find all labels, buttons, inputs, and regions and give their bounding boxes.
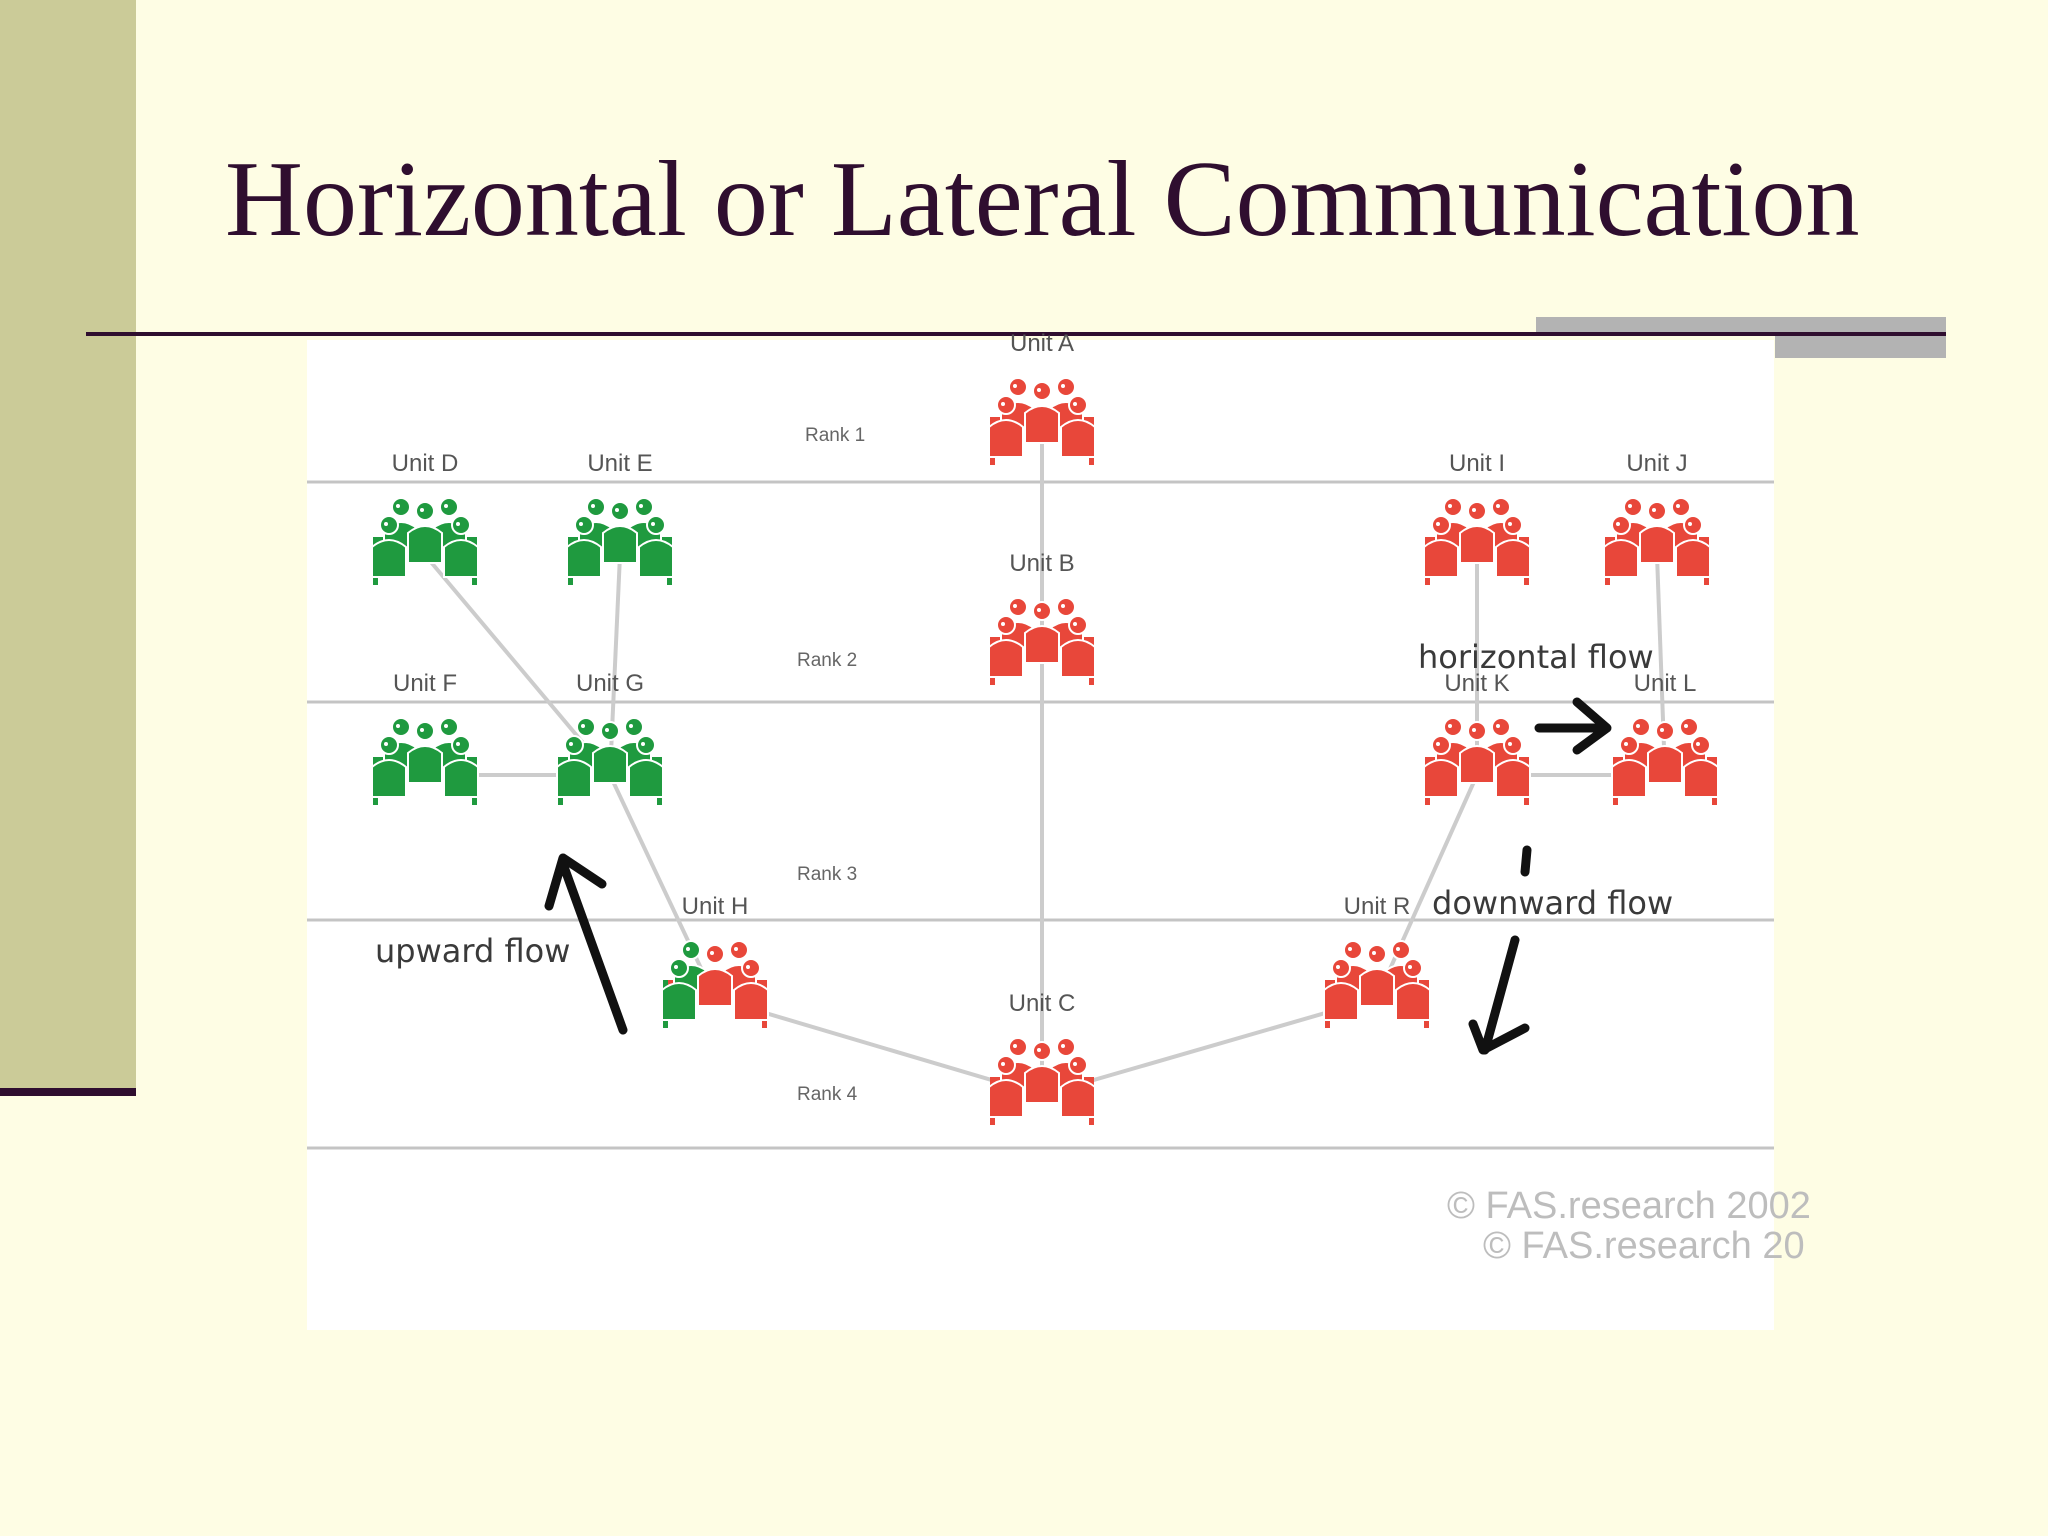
- rank-label: Rank 1: [805, 425, 865, 446]
- unit-label: Unit J: [1626, 450, 1687, 477]
- unit-label: Unit C: [1009, 990, 1076, 1017]
- unit-icon: [566, 497, 674, 585]
- unit-icon: [1423, 497, 1531, 585]
- accent-bar-top: [1536, 317, 1946, 332]
- unit-link: [1655, 554, 1667, 776]
- unit-label: Unit R: [1344, 893, 1411, 920]
- unit-label: Unit I: [1449, 450, 1505, 477]
- unit-icon: [1423, 717, 1531, 805]
- unit-link: [1375, 774, 1479, 999]
- unit-label: Unit B: [1009, 550, 1074, 577]
- horizontal-flow-label: horizontal flow: [1418, 638, 1654, 676]
- unit-link: [714, 996, 1043, 1097]
- unit-icon: [988, 1037, 1096, 1125]
- slide-side-bar-foot: [0, 1088, 136, 1096]
- accent-bar-bottom: [1775, 336, 1946, 358]
- communication-diagram: Rank 1 Rank 2 Rank 3 Rank 4 Unit A Unit B Uni…: [307, 330, 1811, 1330]
- unit-label: Unit H: [682, 893, 749, 920]
- rank-label: Rank 3: [797, 864, 857, 885]
- copyright-line-2: © FAS.research 20: [1483, 1225, 1805, 1267]
- unit-label: Unit G: [576, 670, 644, 697]
- rank-label: Rank 4: [797, 1084, 858, 1105]
- downward-flow-label: downward flow: [1432, 884, 1673, 922]
- downward-flow-arrow: [1468, 845, 1532, 1055]
- unit-label: Unit L: [1634, 670, 1697, 697]
- unit-icon: [988, 377, 1096, 465]
- unit-icon: [371, 497, 479, 585]
- unit-label: Unit K: [1444, 670, 1509, 697]
- unit-icon: [988, 597, 1096, 685]
- unit-label: Unit A: [1010, 330, 1074, 357]
- unit-link: [1041, 996, 1378, 1097]
- unit-icon: [1323, 940, 1431, 1028]
- unit-label: Unit D: [392, 450, 459, 477]
- slide-side-bar: [0, 0, 136, 1088]
- upward-flow-arrow: [544, 853, 628, 1035]
- unit-icon: [1603, 497, 1711, 585]
- unit-label: Unit F: [393, 670, 457, 697]
- slide-title: Horizontal or Lateral Communication: [225, 140, 1860, 259]
- title-underline: [86, 332, 1946, 336]
- unit-icon: [1611, 717, 1719, 805]
- rank-label: Rank 2: [797, 650, 857, 671]
- unit-label: Unit E: [587, 450, 652, 477]
- copyright-line-1: © FAS.research 2002: [1447, 1185, 1811, 1227]
- unit-link: [608, 774, 717, 999]
- unit-icon: [661, 940, 769, 1028]
- unit-icon: [556, 717, 664, 805]
- upward-flow-label: upward flow: [375, 932, 570, 970]
- unit-icon: [371, 717, 479, 805]
- diagram-canvas: Rank 1 Rank 2 Rank 3 Rank 4 Unit A Unit B Uni…: [307, 330, 1811, 1267]
- unit-link: [608, 554, 622, 776]
- horizontal-flow-arrow: [1534, 697, 1612, 755]
